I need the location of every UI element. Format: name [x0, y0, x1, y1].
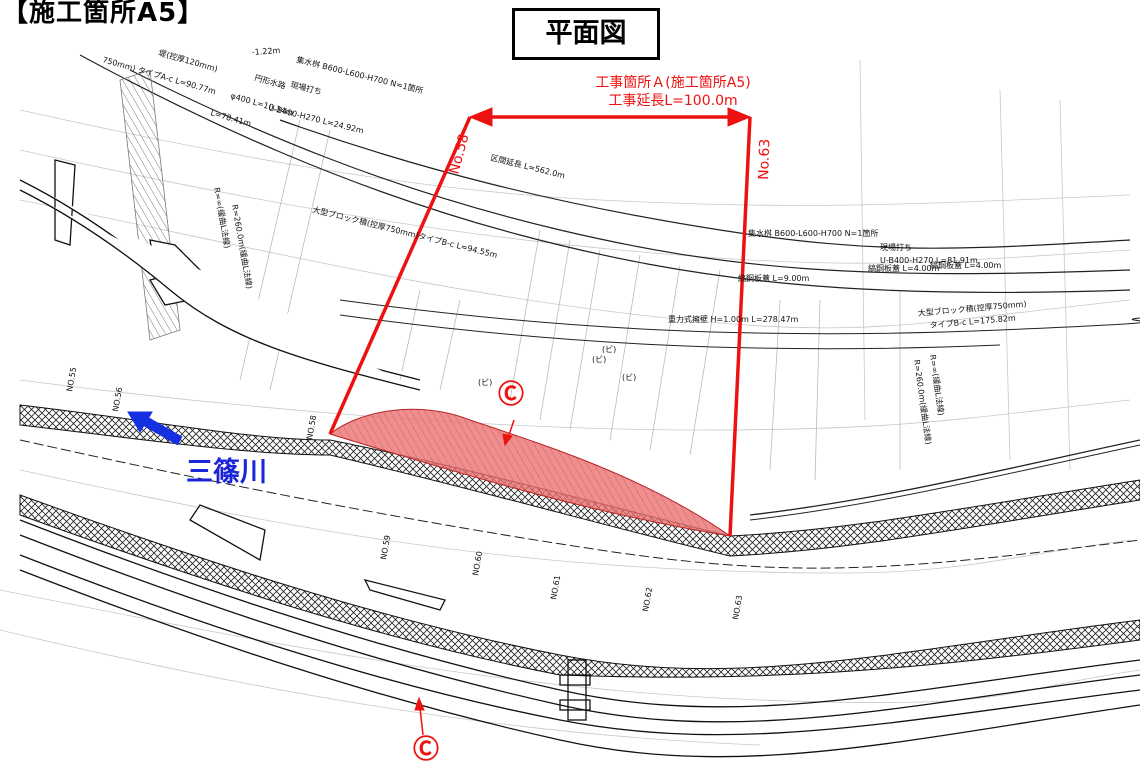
annot-right-8: タイプB-c L=175.82m	[929, 313, 1016, 330]
work-area-extension: 工事延長L=100.0m	[608, 93, 737, 109]
annot-block-mid: 大型ブロック積(控厚750mm)タイプB-c L=94.55m	[312, 204, 499, 260]
work-area-name: 工事箇所Ａ(施工箇所A5)	[595, 74, 750, 91]
annot-curve-left2: R=∞(緩曲L法線)	[212, 187, 233, 249]
page-header: 【施工箇所A5】	[2, 0, 205, 28]
station-lower-60: NO.60	[471, 550, 484, 576]
upper-embankment	[79, 54, 1140, 350]
annot-right-2: U-B400-H270 L=81.91m	[880, 256, 978, 265]
end-station-label: No.63	[756, 139, 773, 181]
lower-bank-hatched	[19, 494, 1140, 678]
annot-right-1: 現場打ち	[880, 242, 912, 252]
lower-road	[19, 519, 1140, 758]
annot-right-6: 重力式擁壁 H=1.00m L=278.47m	[668, 314, 799, 324]
background-contours	[0, 59, 1140, 746]
plan-title: 平面図	[512, 8, 660, 60]
river-flow-arrow	[127, 411, 183, 446]
section-mark-lower: Ⓒ	[413, 734, 439, 761]
annot-ul-0: -1.22m	[252, 46, 281, 57]
annot-ul-5: L=78.41m	[209, 108, 252, 128]
annot-right-4: 縞鋼板蓋 L=4.00m	[868, 263, 940, 273]
river-upper-bank	[19, 404, 1140, 557]
station-lower-59: NO.59	[379, 534, 392, 560]
river-name: 三篠川	[186, 457, 267, 488]
annot-interval: 区間延長 L=562.0m	[490, 152, 567, 180]
lower-structures	[189, 504, 591, 721]
annot-ul-3: 円形水路	[253, 72, 287, 90]
river-channel	[19, 439, 1140, 569]
section-mark-upper: Ⓒ	[498, 379, 524, 410]
parcel-label-1: (ビ)	[478, 378, 492, 387]
annot-ul-1: 堤(控厚120mm)	[157, 47, 218, 73]
annot-ul-8: U-B400-H270 L=24.92m	[268, 103, 365, 135]
station-lower-58: NO.58	[305, 414, 318, 440]
station-lower-62: NO.62	[641, 586, 654, 612]
station-lower-63: NO.63	[731, 594, 744, 620]
parcel-lines	[239, 119, 901, 481]
left-structures	[19, 159, 421, 391]
annot-right-0: 集水桝 B600-L600-H700 N=1箇所	[748, 228, 878, 238]
annot-curve-left: R=260.0m(緩曲L法線)	[230, 204, 255, 290]
annot-curve-right1: R=∞(緩曲L法線)	[928, 354, 946, 416]
parcel-label-3: (ビ)	[622, 373, 636, 382]
station-lower-61: NO.61	[549, 574, 562, 600]
extension-dimension-arrow	[468, 107, 752, 127]
parcel-label-4: (ビ)	[602, 345, 616, 354]
station-left-56: NO.56	[111, 386, 124, 412]
fill-zone-hatch	[330, 409, 730, 536]
parcel-label-2: (ビ)	[592, 355, 606, 364]
start-station-label: No.58	[446, 132, 472, 176]
section-mark-arrows	[414, 419, 515, 736]
annot-ul-7: 現場打ち	[290, 79, 323, 96]
annot-right-5: 縞鋼板蓋 L=4.00m	[930, 260, 1002, 270]
station-left-55: NO.55	[65, 366, 78, 392]
work-area-boundary	[328, 116, 752, 537]
annot-right-3: 縞鋼板蓋 L=9.00m	[738, 273, 810, 283]
